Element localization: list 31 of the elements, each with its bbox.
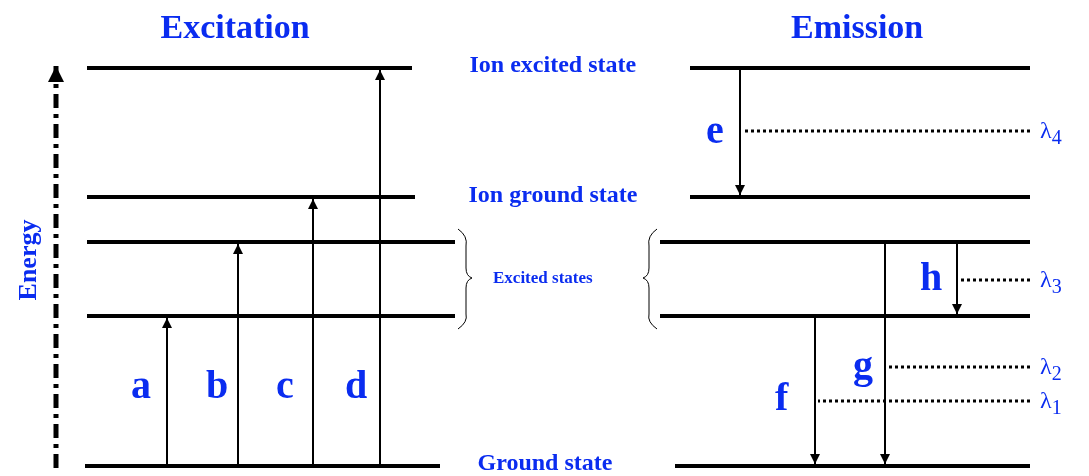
wavelength-label: λ$_{2}$	[1040, 354, 1062, 383]
heading: Excitation	[160, 10, 310, 44]
edge-label: g	[853, 345, 873, 385]
edge-label: e	[706, 110, 724, 150]
transition-arrow	[880, 243, 890, 465]
wavelength-label: λ$_{3}$	[1040, 267, 1062, 296]
transition-arrow	[735, 69, 745, 196]
edge-label: f	[775, 377, 789, 417]
wavelength-label: λ$_{1}$	[1040, 388, 1062, 417]
leader-line	[818, 399, 1030, 403]
axis-label: Energy	[14, 219, 41, 301]
transition-arrow	[952, 243, 962, 315]
level-label: Ion ground state	[468, 182, 638, 206]
wavelength-label: λ$_{4}$	[1040, 118, 1062, 147]
edge-label: c	[276, 365, 294, 405]
transition-arrow	[308, 198, 318, 465]
transition-arrow	[810, 317, 820, 465]
heading: Emission	[791, 10, 924, 44]
edge-label: b	[206, 365, 229, 405]
leader-line	[742, 129, 1030, 133]
level-label: Excited states	[493, 268, 593, 286]
transition-arrow	[162, 317, 172, 465]
edge-label: a	[131, 365, 151, 405]
level-label: Ground state	[477, 450, 613, 474]
transition-arrow	[375, 69, 385, 465]
edge-label: h	[920, 257, 943, 297]
transition-arrow	[233, 243, 243, 465]
leader-line	[888, 365, 1030, 369]
leader-line	[960, 278, 1030, 282]
edge-label: d	[345, 365, 368, 405]
level-label: Ion excited state	[469, 52, 637, 76]
